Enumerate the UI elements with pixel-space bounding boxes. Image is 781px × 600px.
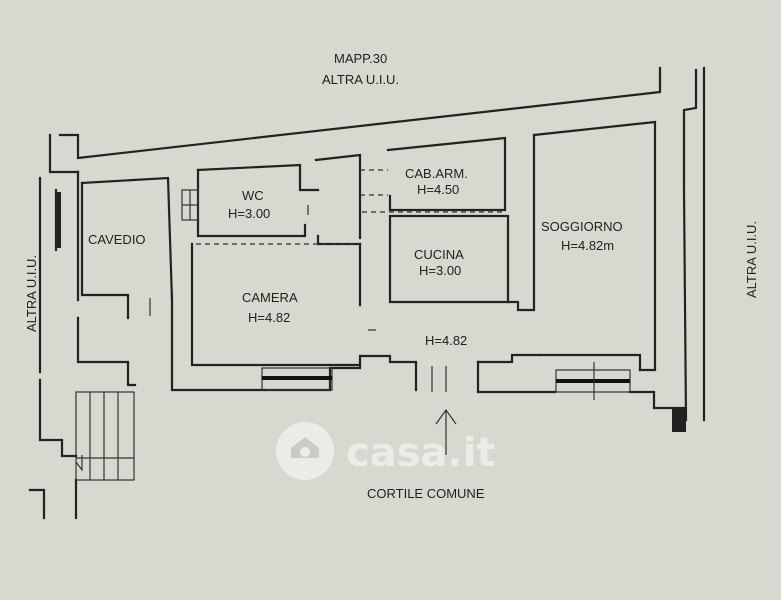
- cucina-name: CUCINA: [414, 247, 464, 262]
- altra-uiu-right-label: ALTRA U.I.U.: [744, 221, 759, 298]
- mapp-label: MAPP.30: [334, 51, 387, 66]
- camera-room: [190, 242, 376, 367]
- cab-arm-name: CAB.ARM.: [405, 166, 468, 181]
- wc-room: [181, 163, 362, 246]
- windows: [261, 362, 686, 432]
- cortile-label: CORTILE COMUNE: [367, 486, 485, 501]
- cucina-height: H=3.00: [419, 263, 461, 278]
- cab-arm-room: [314, 136, 507, 240]
- wc-height: H=3.00: [228, 206, 270, 221]
- cavedio-walls: [76, 176, 174, 387]
- cavedio-name: CAVEDIO: [88, 232, 146, 247]
- staircase: [28, 391, 135, 520]
- altra-uiu-left-label: ALTRA U.I.U.: [24, 255, 39, 332]
- entrance: [431, 366, 457, 455]
- outer-walls: [38, 66, 706, 442]
- soggiorno-height: H=4.82m: [561, 238, 614, 253]
- soggiorno-room: [506, 120, 657, 372]
- arrowhead-icon: [435, 408, 457, 425]
- casa-it-watermark: casa.it: [276, 422, 496, 480]
- camera-height: H=4.82: [248, 310, 290, 325]
- wc-name: WC: [242, 188, 264, 203]
- altra-uiu-top-label: ALTRA U.I.U.: [322, 72, 399, 87]
- camera-name: CAMERA: [242, 290, 298, 305]
- cab-arm-height: H=4.50: [417, 182, 459, 197]
- watermark-text: casa.it: [346, 430, 496, 476]
- soggiorno-name: SOGGIORNO: [541, 219, 623, 234]
- ingresso-height: H=4.82: [425, 333, 467, 348]
